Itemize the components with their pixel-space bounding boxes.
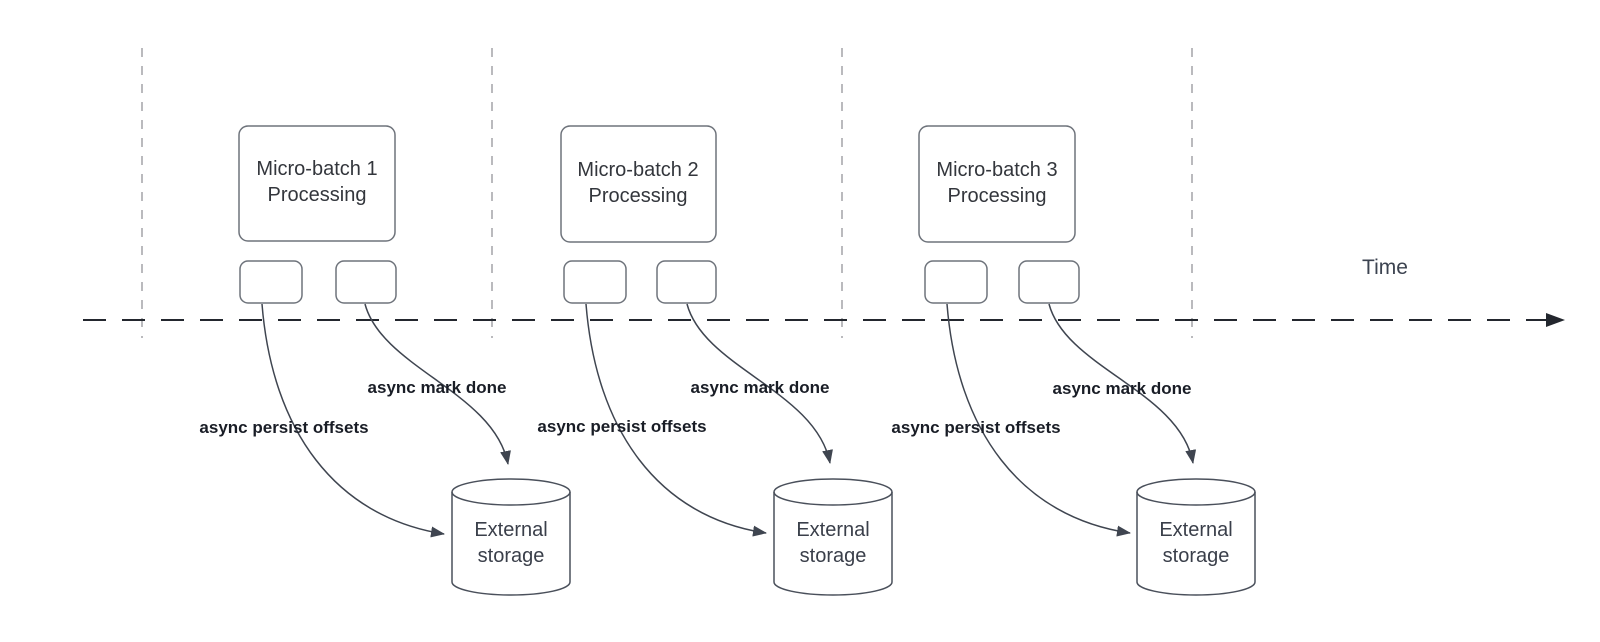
mark-done-label-3: async mark done: [1052, 379, 1192, 398]
batch-1-mark-done-arrow: [364, 303, 511, 465]
storage-label-3: External storage: [1159, 519, 1233, 567]
storage-cylinder-2: [773, 478, 893, 596]
batch-3-task-box-right: [1018, 260, 1080, 304]
batch-3-task-box-left: [924, 260, 988, 304]
storage-label-2: External storage: [796, 519, 870, 567]
micro-batch-1-box: [238, 125, 396, 242]
storage-cylinder-3: [1136, 478, 1256, 596]
storage-cylinder-1: [451, 478, 571, 596]
storage-cylinder-2-rim: [773, 491, 893, 506]
batch-2-title: Micro-batch 2 Processing: [577, 159, 699, 207]
persist-offsets-label-2: async persist offsets: [537, 417, 707, 436]
batch-2-persist-offsets-arrow: [585, 303, 767, 537]
batch-3-persist-offsets-arrow: [946, 303, 1131, 537]
batch-1-title: Micro-batch 1 Processing: [256, 158, 378, 206]
batch-1-task-box-left: [239, 260, 303, 304]
batch-2-task-box-right: [656, 260, 717, 304]
batch-2-task-box-left: [563, 260, 627, 304]
batch-1-task-box-right: [335, 260, 397, 304]
batch-1-persist-offsets-arrow: [261, 303, 445, 538]
batch-3-mark-done-arrow: [1048, 303, 1197, 464]
batch-2-mark-done-arrow: [686, 303, 833, 464]
persist-offsets-label-1: async persist offsets: [199, 418, 369, 437]
time-axis-label: Time: [1362, 256, 1408, 279]
batch-1-group: [238, 125, 571, 596]
batch-3-title: Micro-batch 3 Processing: [936, 159, 1058, 207]
persist-offsets-label-3: async persist offsets: [891, 418, 1061, 437]
micro-batch-2-box: [560, 125, 717, 243]
mark-done-label-1: async mark done: [367, 378, 507, 397]
micro-batch-3-box: [918, 125, 1076, 243]
storage-label-1: External storage: [474, 519, 548, 567]
batch-3-group: [918, 125, 1256, 596]
batch-2-group: [560, 125, 893, 596]
storage-cylinder-3-rim: [1136, 491, 1256, 506]
mark-done-label-2: async mark done: [690, 378, 830, 397]
time-divider-group: [141, 48, 1193, 338]
storage-cylinder-1-rim: [451, 491, 571, 506]
